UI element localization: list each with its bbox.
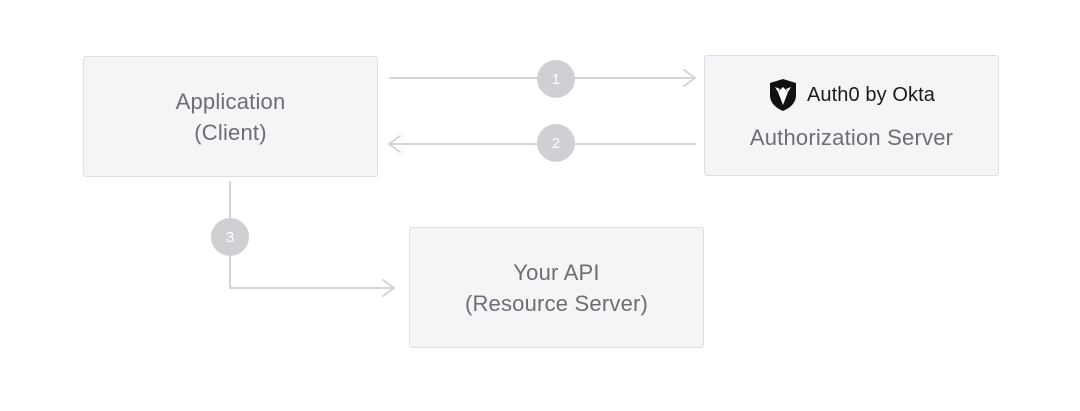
arrowhead-step-2 — [388, 135, 401, 153]
api-resource-server-node: Your API (Resource Server) — [409, 227, 704, 348]
api-subtitle: (Resource Server) — [464, 290, 649, 316]
auth0-brand: Auth0 by Okta — [768, 78, 935, 112]
authorization-server-label: Authorization Server — [749, 125, 954, 150]
api-title: Your API — [513, 259, 600, 285]
arrowhead-step-3 — [382, 279, 395, 297]
arrowhead-step-1 — [683, 69, 696, 87]
step-3-badge: 3 — [211, 218, 249, 256]
step-1-badge: 1 — [537, 60, 575, 98]
application-title: Application — [175, 88, 286, 114]
step-2-badge: 2 — [537, 124, 575, 162]
arrow-step-3 — [229, 181, 395, 289]
application-client-node: Application (Client) — [83, 56, 378, 177]
auth0-brand-text: Auth0 by Okta — [806, 83, 936, 106]
application-subtitle: (Client) — [194, 119, 267, 145]
auth0-shield-logo-icon — [769, 79, 796, 111]
authorization-server-node: Auth0 by Okta Authorization Server — [704, 55, 999, 176]
